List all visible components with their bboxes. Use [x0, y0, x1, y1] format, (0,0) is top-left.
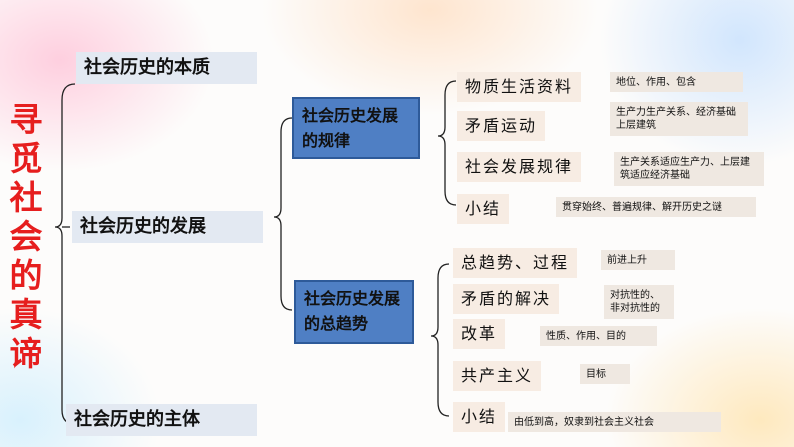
node-law: 社会历史发展的规律 [292, 97, 420, 159]
title-char: 觅 [9, 139, 43, 178]
law-note-material: 地位、作用、包含 [610, 72, 743, 92]
trend-note-resolution: 对抗性的、非对抗性的 [604, 285, 674, 319]
node-development: 社会历史的发展 [72, 211, 263, 243]
title-char: 的 [9, 256, 43, 295]
law-item-contradiction: 矛盾运动 [457, 111, 546, 141]
main-brace [54, 83, 76, 425]
title-char: 谛 [9, 334, 43, 373]
law-item-social-law: 社会发展规律 [457, 152, 582, 182]
trend-item-resolution: 矛盾的解决 [453, 284, 560, 314]
trend-note-reform: 性质、作用、目的 [540, 326, 657, 346]
development-brace [273, 117, 293, 311]
vertical-title: 寻 觅 社 会 的 真 谛 [6, 100, 46, 373]
law-note-social-law: 生产关系适应生产力、上层建筑适应经济基础 [614, 152, 764, 186]
node-subject: 社会历史的主体 [66, 404, 257, 436]
trend-item-communism: 共产主义 [453, 361, 542, 391]
law-item-material: 物质生活资料 [457, 72, 582, 102]
title-char: 寻 [9, 100, 43, 139]
title-char: 会 [9, 217, 43, 256]
law-note-contradiction: 生产力生产关系、经济基础上层建筑 [610, 102, 748, 136]
trend-brace [430, 263, 450, 417]
trend-item-summary: 小结 [453, 402, 506, 432]
node-essence: 社会历史的本质 [76, 52, 257, 84]
law-brace [437, 80, 457, 206]
law-item-summary: 小结 [457, 194, 510, 224]
trend-note-communism: 目标 [580, 364, 630, 384]
trend-item-overall: 总趋势、过程 [453, 248, 578, 278]
title-char: 真 [9, 295, 43, 334]
trend-item-reform: 改革 [453, 319, 506, 349]
trend-note-overall: 前进上升 [601, 250, 675, 270]
trend-note-summary: 由低到高，奴隶到社会主义社会 [508, 412, 721, 432]
node-trend: 社会历史发展的总趋势 [294, 280, 414, 344]
title-char: 社 [9, 178, 43, 217]
law-note-summary: 贯穿始终、普遍规律、解开历史之谜 [556, 197, 756, 217]
